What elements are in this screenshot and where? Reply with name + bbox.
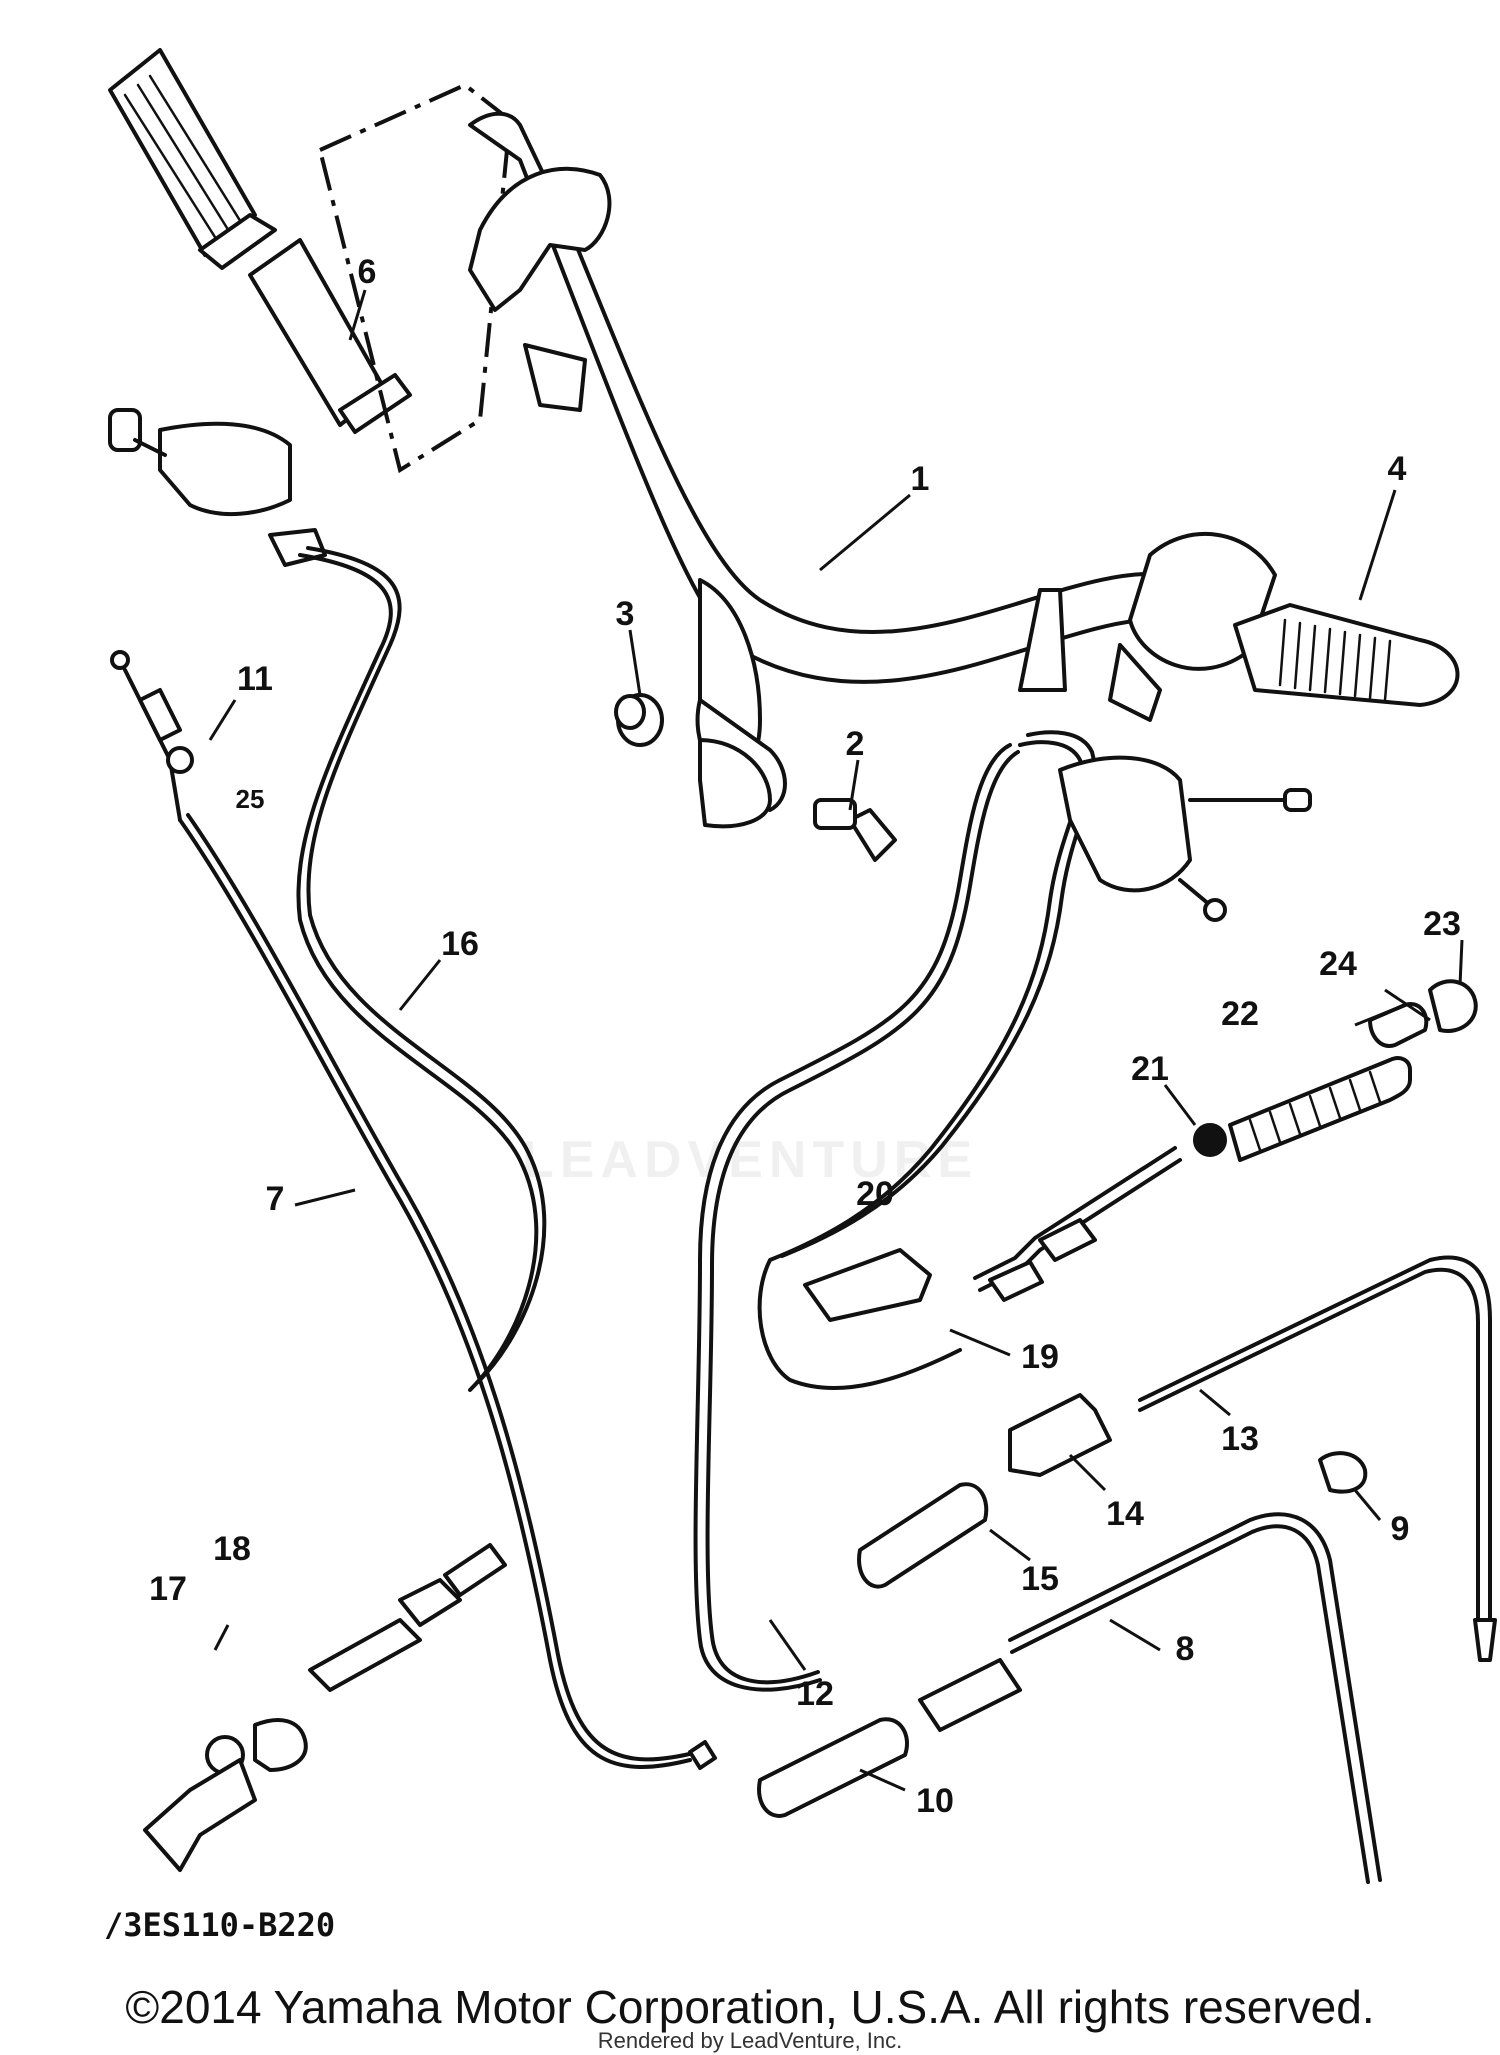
callout-17: 17 [149,1570,187,1608]
part-9 [1318,1451,1368,1494]
spring-assembly [973,979,1478,1302]
fwd-arrow-icon [143,1758,257,1872]
part-18-sleeve [253,1718,308,1772]
callout-21: 21 [1131,1050,1169,1088]
callout-3: 3 [616,595,635,633]
right-lever-bracket [1058,755,1312,922]
callout-13: 13 [1221,1420,1259,1458]
reference-code: /3ES110-B220 [104,1906,336,1944]
callout-18: 18 [213,1530,251,1568]
callout-4: 4 [1388,450,1407,488]
right-grip [1108,532,1460,722]
callout-1: 1 [911,460,930,498]
callout-22: 22 [1221,995,1259,1033]
clamp-assembly [614,693,897,862]
callout-23: 23 [1423,905,1461,943]
callout-25: 25 [236,784,265,814]
adjuster-end [308,1543,507,1692]
callout-7: 7 [266,1180,285,1218]
callout-11: 11 [237,660,273,698]
left-grip [108,48,412,434]
cable-12 [693,743,1012,1692]
callout-16: 16 [441,925,479,963]
left-lever-bracket [108,408,327,567]
callout-14: 14 [1106,1495,1144,1533]
callout-24: 24 [1319,945,1357,983]
part-10-sleeve [757,1717,909,1818]
cable-7 [178,818,692,1769]
part-20-clip [803,1248,932,1322]
cable-13 [1138,1255,1492,1622]
cable-25-end [110,650,194,822]
callout-10: 10 [916,1782,954,1820]
callout-8: 8 [1176,1630,1195,1668]
copyright-notice: ©2014 Yamaha Motor Corporation, U.S.A. A… [125,1981,1375,2033]
cable-16 [296,553,539,1392]
callout-12: 12 [796,1675,834,1713]
callout-9: 9 [1391,1510,1410,1548]
callout-2: 2 [846,725,865,763]
callout-15: 15 [1021,1560,1059,1598]
watermark-text: LEADVENTURE [521,1131,979,1189]
rendered-by-credit: Rendered by LeadVenture, Inc. [597,2028,903,2053]
part-14-connector [1008,1393,1112,1477]
callout-19: 19 [1021,1338,1059,1376]
handlebar [468,111,1172,812]
part-15-sleeve [857,1482,989,1589]
cable-8 [1008,1512,1382,1882]
callout-20: 20 [856,1175,894,1213]
leader-lines [208,289,1464,1792]
callout-6: 6 [358,253,377,291]
